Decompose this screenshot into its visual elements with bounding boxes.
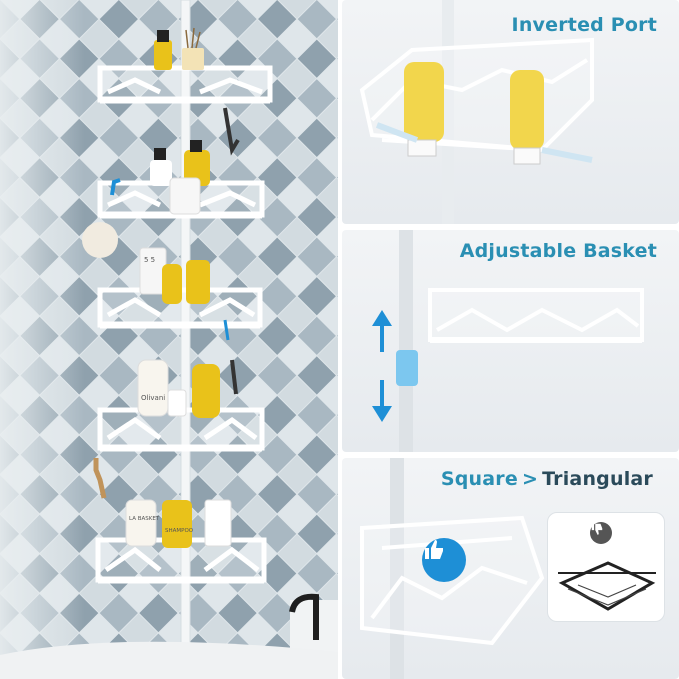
arrow-down-icon — [372, 380, 392, 422]
compare-title-triangular: Triangular — [542, 468, 653, 490]
bottle — [137, 359, 169, 417]
faucet — [289, 593, 319, 640]
bottle-label: LA BASKET — [129, 516, 160, 522]
thumbs-up-icon — [422, 538, 466, 582]
inverted-bottle — [404, 62, 444, 142]
thumbs-down-icon — [590, 522, 612, 544]
shelf-5 — [95, 537, 267, 584]
panel-square-vs-triangular: Square>Triangular — [342, 458, 679, 679]
square-basket-illustration — [360, 458, 545, 679]
brush — [93, 458, 107, 499]
panel-adjustable-basket: Adjustable Basket — [342, 230, 679, 452]
razor — [223, 107, 240, 156]
compare-separator: > — [521, 468, 539, 490]
inverted-port-title: Inverted Port — [511, 14, 657, 36]
diffuser — [182, 48, 204, 70]
adjust-clamp — [396, 350, 418, 386]
adjustable-basket-illustration — [372, 230, 644, 452]
bottle-label: 5 5 — [144, 256, 155, 264]
bottle — [162, 500, 192, 548]
bottle — [150, 160, 172, 186]
inverted-basket-illustration — [359, 0, 594, 224]
bottle — [192, 364, 220, 418]
bottle — [186, 260, 210, 304]
inverted-bottle — [510, 70, 544, 150]
bottle-label: SHAMPOO — [165, 528, 194, 534]
shelf-1 — [97, 65, 273, 104]
bottle — [184, 150, 210, 186]
panel-inverted-port: Inverted Port — [342, 0, 679, 224]
compare-title-square: Square — [440, 468, 518, 490]
adjustable-basket-title: Adjustable Basket — [459, 240, 657, 262]
scene-illustration: 5 5 Olivani LA BASKET SHAMPOO — [0, 0, 338, 679]
bath-sponge — [82, 222, 118, 258]
shower-caddy-scene: 5 5 Olivani LA BASKET SHAMPOO — [0, 0, 338, 679]
tension-pole — [180, 0, 191, 679]
bottle — [154, 40, 172, 70]
compare-title: Square>Triangular — [441, 468, 653, 490]
bottle — [125, 499, 157, 547]
bottle — [162, 264, 182, 304]
bottle-label: Olivani — [141, 394, 165, 402]
shelf-3 — [97, 287, 263, 329]
arrow-up-icon — [372, 310, 392, 352]
